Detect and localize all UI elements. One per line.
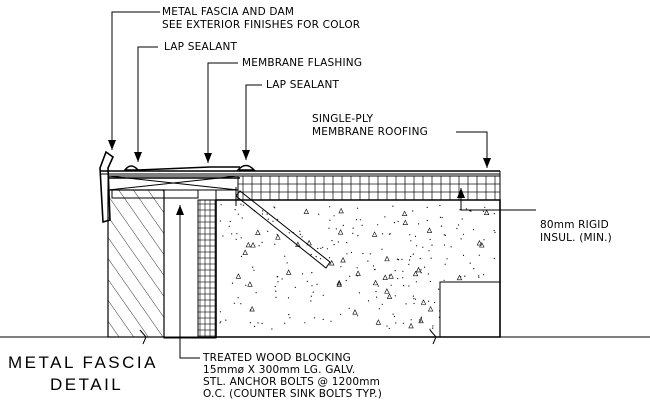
callout-metal-fascia: METAL FASCIA AND DAM SEE EXTERIOR FINISH… [162,6,360,31]
callout-metal-fascia-line1: METAL FASCIA AND DAM [162,6,294,18]
drawing-title-line2: DETAIL [50,375,123,394]
callout-membrane-flashing: MEMBRANE FLASHING [242,57,362,69]
callout-rigid-insul-line2: INSUL. (MIN.) [540,232,612,244]
callout-single-ply-line1: SINGLE-PLY [312,113,374,125]
callout-single-ply: SINGLE-PLY MEMBRANE ROOFING [312,113,428,138]
callout-lap-sealant-2: LAP SEALANT [266,79,340,91]
callout-rigid-insul: 80mm RIGID INSUL. (MIN.) [540,219,612,244]
drawing-title: METAL FASCIA DETAIL [8,353,158,394]
callout-rigid-insul-line1: 80mm RIGID [540,219,609,231]
membrane-roofing [100,170,501,200]
concrete-deck [215,199,501,338]
callout-wood-blocking-line3: STL. ANCHOR BOLTS @ 1200mm [203,376,380,388]
rigid-insulation [237,175,501,201]
callout-metal-fascia-line2: SEE EXTERIOR FINISHES FOR COLOR [162,19,360,31]
callout-wood-blocking-line2: 15mmø X 300mm LG. GALV. [203,364,355,376]
masonry-wall [107,189,165,338]
callout-lap-sealant-1: LAP SEALANT [164,41,238,53]
metal-fascia [99,150,240,224]
leader-lines [111,11,536,359]
leader-arrowheads [108,140,491,215]
callout-wood-blocking: TREATED WOOD BLOCKING 15mmø X 300mm LG. … [202,352,382,400]
sealant-beads [123,164,256,171]
block-column [197,199,217,338]
drawing-title-line1: METAL FASCIA [8,353,158,372]
callout-single-ply-line2: MEMBRANE ROOFING [312,126,428,138]
callout-wood-blocking-line4: O.C. (COUNTER SINK BOLTS TYP.) [203,388,382,400]
callout-wood-blocking-line1: TREATED WOOD BLOCKING [202,352,351,364]
